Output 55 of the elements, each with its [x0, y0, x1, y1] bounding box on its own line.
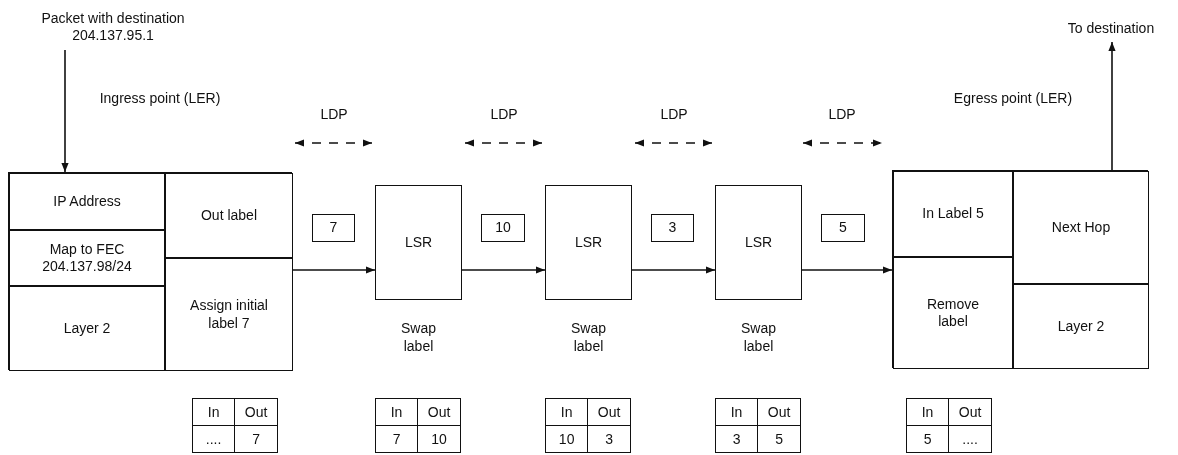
label-value: 7	[234, 425, 278, 453]
arrow	[631, 266, 716, 274]
label-value: 10	[545, 425, 588, 453]
router-label: Egress point (LER)	[952, 90, 1074, 108]
process-field: Next Hop	[1013, 171, 1149, 284]
process-field: Assign initial label 7	[165, 258, 293, 371]
label-value: 5	[757, 425, 801, 453]
protocol-label: LDP	[827, 106, 857, 124]
arrow	[461, 266, 546, 274]
process-field: Out label	[165, 173, 293, 258]
arrow	[61, 49, 69, 173]
protocol-label: LDP	[659, 106, 689, 124]
arrow	[291, 266, 376, 274]
process-field: Layer 2	[9, 286, 165, 371]
label-value: ....	[948, 425, 992, 453]
caption-text: Swap label	[740, 320, 777, 355]
column-header: In	[375, 398, 418, 426]
process-field: IP Address	[9, 173, 165, 230]
column-header: Out	[417, 398, 461, 426]
label-value: 3	[587, 425, 631, 453]
column-header: In	[906, 398, 949, 426]
column-header: In	[545, 398, 588, 426]
caption-text: Swap label	[400, 320, 437, 355]
label-tag: 5	[821, 214, 865, 242]
annotation-text: Packet with destination 204.137.95.1	[18, 4, 208, 50]
router-box: LSR	[545, 185, 632, 300]
process-field: Remove label	[893, 257, 1013, 369]
label-value: 10	[417, 425, 461, 453]
router-label: Ingress point (LER)	[98, 90, 222, 108]
process-field: In Label 5	[893, 171, 1013, 257]
label-tag: 10	[481, 214, 525, 242]
column-header: Out	[948, 398, 992, 426]
caption-text: Swap label	[570, 320, 607, 355]
router-box	[8, 172, 292, 370]
label-value: 3	[715, 425, 758, 453]
protocol-label: LDP	[319, 106, 349, 124]
label-value: 7	[375, 425, 418, 453]
process-field: Map to FEC 204.137.98/24	[9, 230, 165, 286]
column-header: Out	[587, 398, 631, 426]
arrow	[1108, 41, 1116, 171]
process-field: Layer 2	[1013, 284, 1149, 369]
annotation-text: To destination	[1050, 16, 1172, 42]
router-box	[892, 170, 1148, 368]
label-value: 5	[906, 425, 949, 453]
router-box: LSR	[715, 185, 802, 300]
arrow	[801, 266, 893, 274]
router-box: LSR	[375, 185, 462, 300]
label-tag: 7	[312, 214, 355, 242]
label-value: ....	[192, 425, 235, 453]
column-header: In	[192, 398, 235, 426]
column-header: In	[715, 398, 758, 426]
protocol-label: LDP	[489, 106, 519, 124]
label-tag: 3	[651, 214, 694, 242]
column-header: Out	[234, 398, 278, 426]
column-header: Out	[757, 398, 801, 426]
